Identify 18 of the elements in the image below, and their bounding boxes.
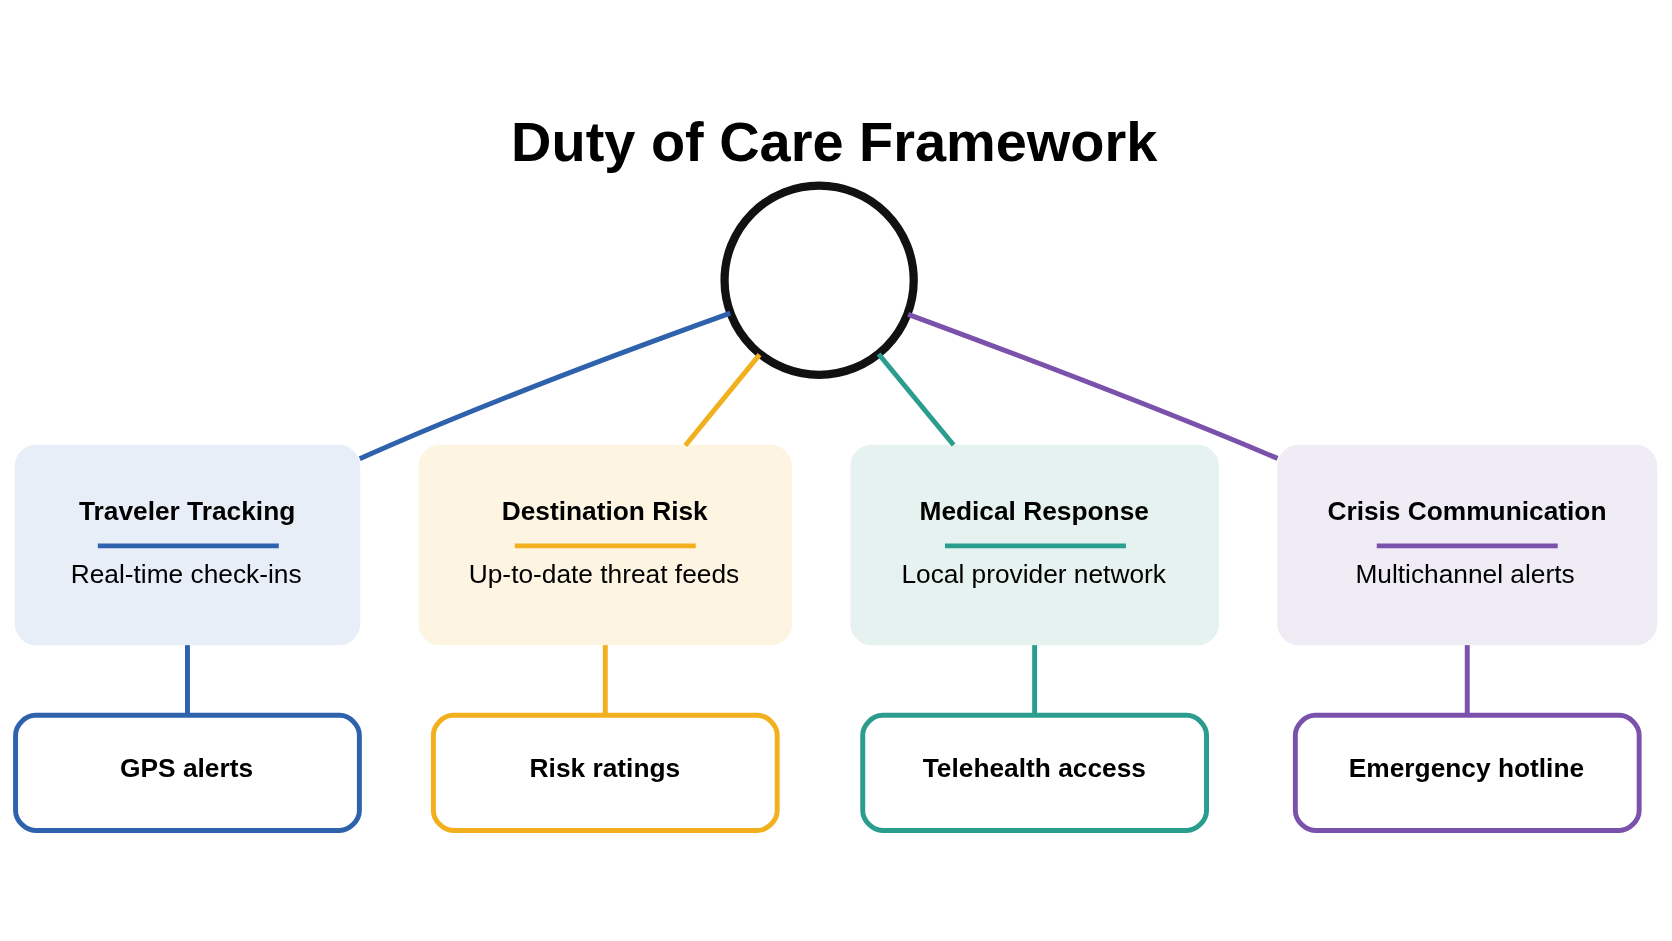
node-box: Crisis Communication Multichannel alerts: [1277, 444, 1658, 645]
connector: [907, 311, 1279, 461]
node-circle: [720, 181, 918, 379]
node-box: Emergency hotline: [1292, 712, 1642, 833]
node-box: GPS alerts: [13, 712, 362, 833]
connector: [876, 351, 956, 447]
connector: [1032, 644, 1038, 715]
node-box: Destination Risk Up-to-date threat feeds: [418, 444, 792, 645]
connector: [358, 310, 732, 461]
node-box: Telehealth access: [860, 712, 1209, 833]
node-box: Medical Response Local provider network: [850, 444, 1219, 645]
connector: [1464, 644, 1470, 715]
connector: [185, 644, 190, 715]
node-box: Risk ratings: [430, 712, 780, 833]
diagram-title: Duty of Care Framework: [511, 109, 1158, 173]
connector: [602, 644, 608, 715]
node-box: Traveler Tracking Real-time check-ins: [14, 444, 361, 645]
connector: [683, 352, 762, 447]
